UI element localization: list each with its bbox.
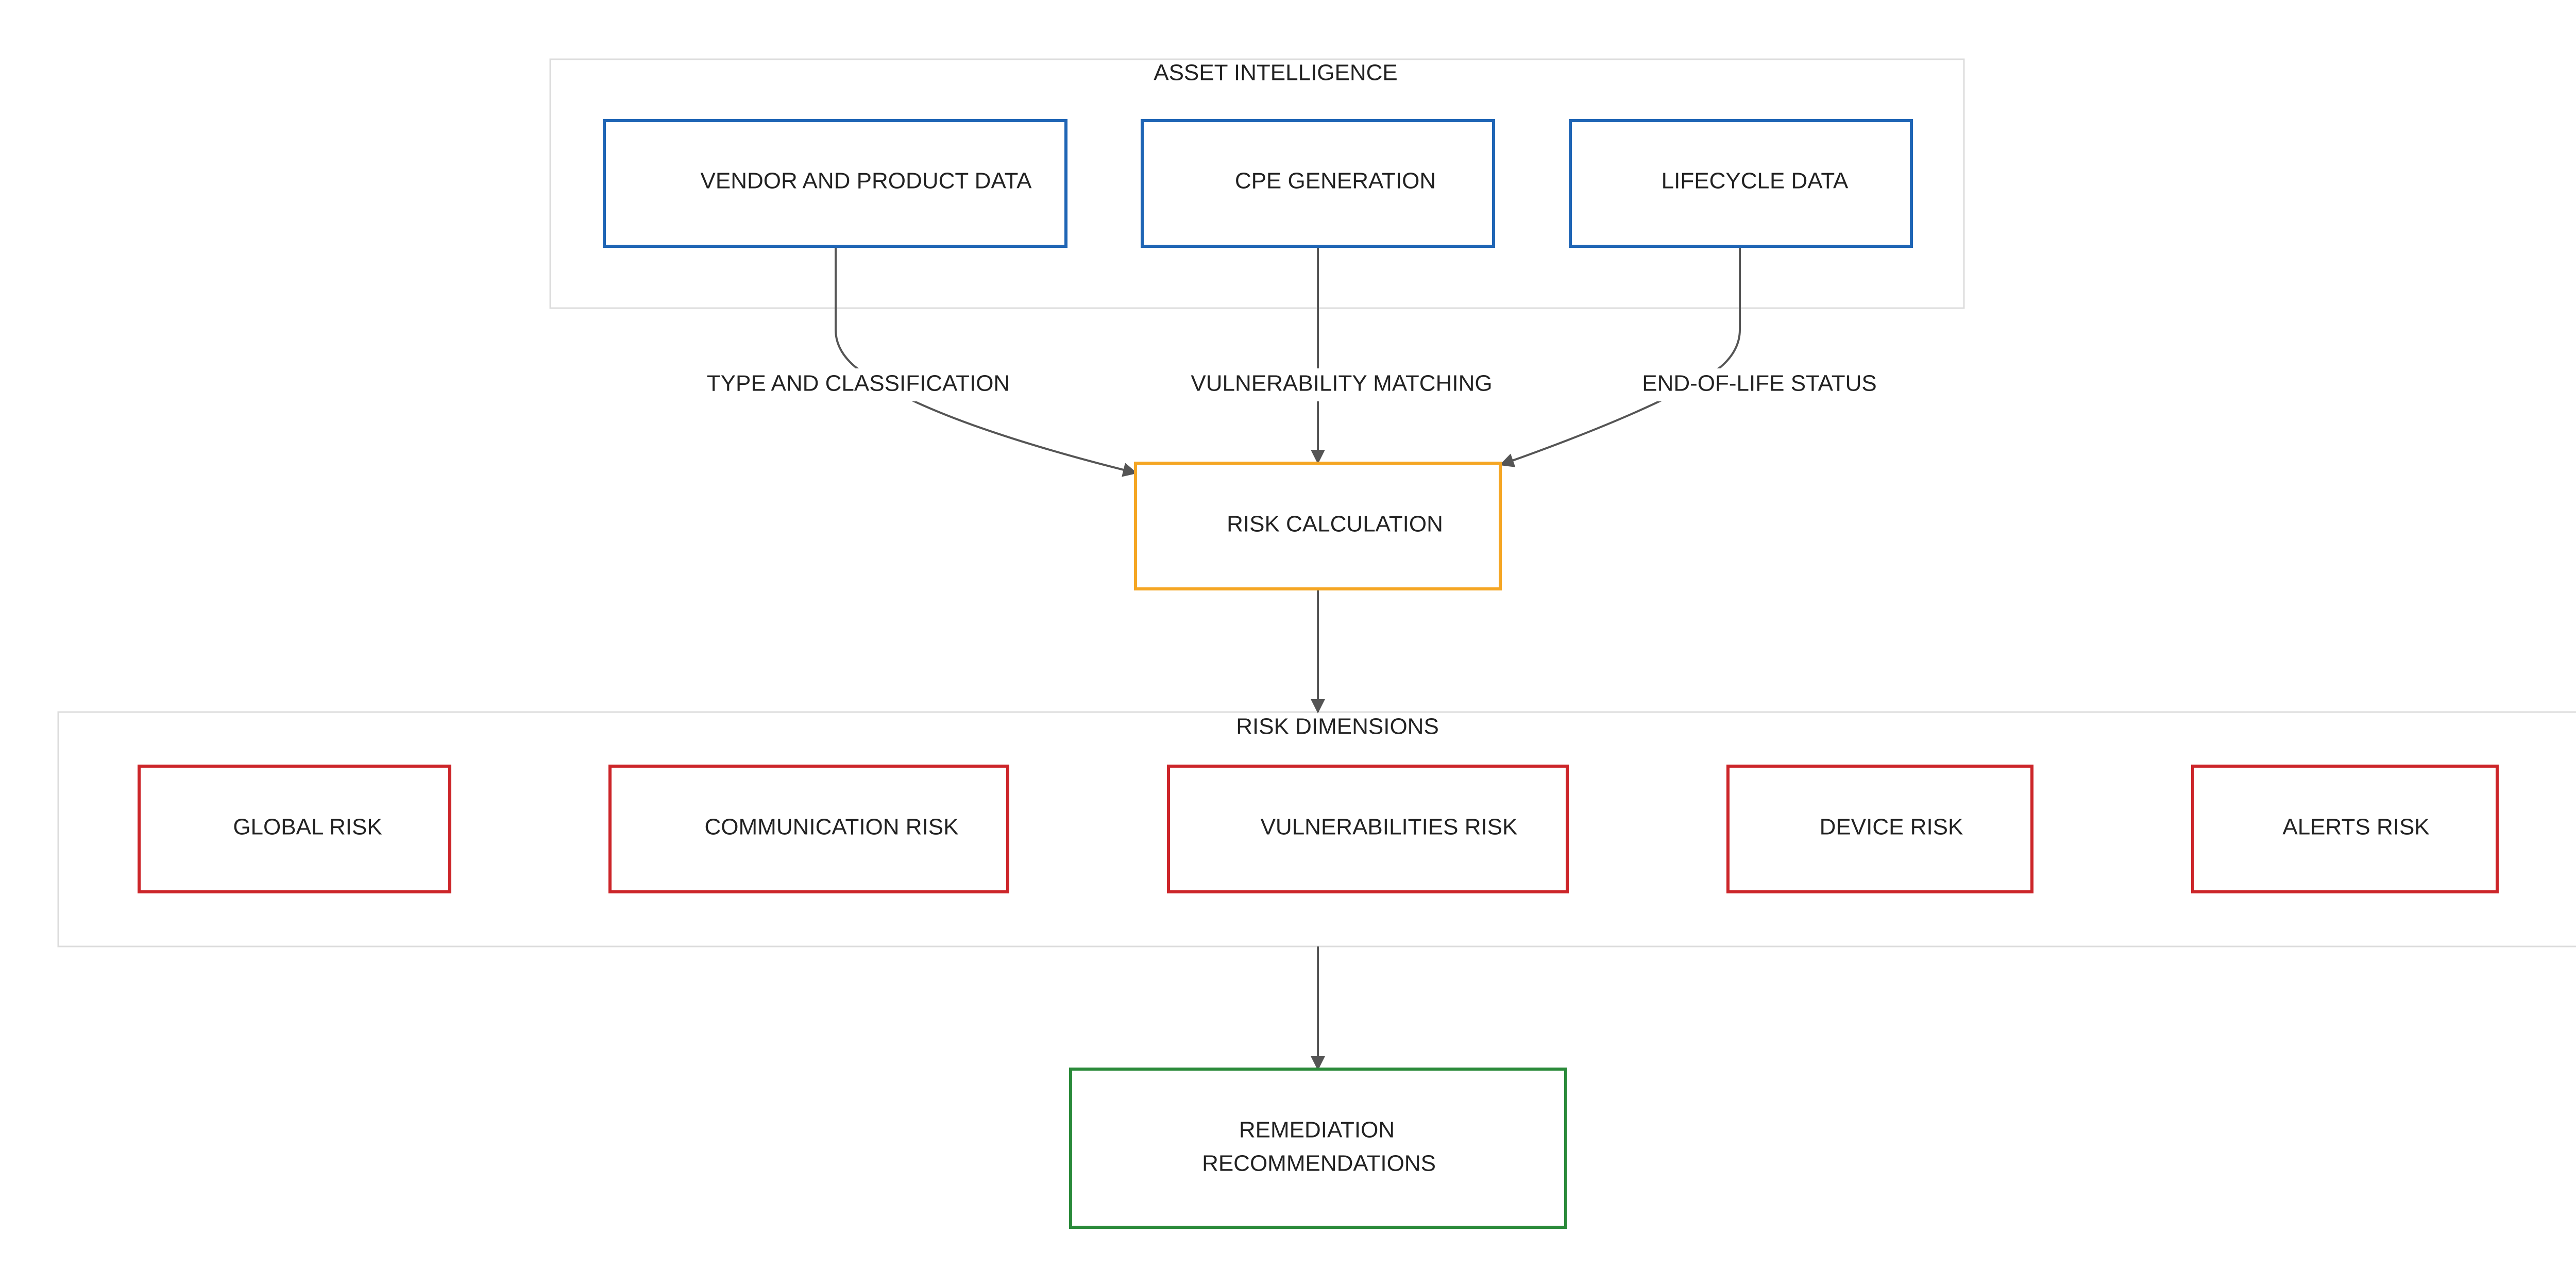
node-global-risk[interactable]: GLOBAL RISK bbox=[138, 765, 451, 893]
node-vulnerabilities-risk[interactable]: VULNERABILITIES RISK bbox=[1167, 765, 1569, 893]
node-vendor-product[interactable]: VENDOR AND PRODUCT DATA bbox=[603, 119, 1067, 248]
node-communication-risk-label: COMMUNICATION RISK bbox=[705, 815, 959, 840]
node-risk-calculation[interactable]: RISK CALCULATION bbox=[1134, 462, 1502, 590]
edge-label-bg-type bbox=[701, 368, 1010, 401]
node-lifecycle-box bbox=[1569, 119, 1913, 248]
edge-labels: TYPE AND CLASSIFICATION VULNERABILITY MA… bbox=[701, 368, 1880, 401]
node-alerts-risk[interactable]: ALERTS RISK bbox=[2191, 765, 2499, 893]
edge-label-bg-vuln bbox=[1185, 368, 1494, 401]
node-risk-calculation-box bbox=[1134, 462, 1502, 590]
risk-dimensions-title: RISK DIMENSIONS bbox=[1236, 714, 1439, 739]
node-vendor-product-label: VENDOR AND PRODUCT DATA bbox=[701, 168, 1032, 194]
node-alerts-risk-box bbox=[2191, 765, 2499, 893]
node-communication-risk[interactable]: COMMUNICATION RISK bbox=[608, 765, 1009, 893]
asset-intelligence-title: ASSET INTELLIGENCE bbox=[1154, 60, 1398, 86]
node-risk-calculation-label: RISK CALCULATION bbox=[1227, 512, 1443, 537]
edge-label-end-of-life: END-OF-LIFE STATUS bbox=[1642, 371, 1877, 396]
node-remediation-label-line2: RECOMMENDATIONS bbox=[1202, 1151, 1436, 1176]
edge-label-type-classification: TYPE AND CLASSIFICATION bbox=[707, 371, 1010, 396]
node-cpe-generation[interactable]: CPE GENERATION bbox=[1141, 119, 1495, 248]
node-remediation-label-line1: REMEDIATION bbox=[1239, 1118, 1395, 1143]
node-device-risk-label: DEVICE RISK bbox=[1820, 815, 1963, 840]
node-global-risk-label: GLOBAL RISK bbox=[233, 815, 382, 840]
node-communication-risk-box bbox=[608, 765, 1009, 893]
node-remediation-box bbox=[1069, 1068, 1567, 1229]
node-device-risk-box bbox=[1726, 765, 2033, 893]
node-vulnerabilities-risk-label: VULNERABILITIES RISK bbox=[1261, 815, 1518, 840]
node-vulnerabilities-risk-box bbox=[1167, 765, 1569, 893]
node-cpe-generation-box bbox=[1141, 119, 1495, 248]
node-lifecycle[interactable]: LIFECYCLE DATA bbox=[1569, 119, 1913, 248]
node-lifecycle-label: LIFECYCLE DATA bbox=[1662, 168, 1849, 194]
node-device-risk[interactable]: DEVICE RISK bbox=[1726, 765, 2033, 893]
node-global-risk-box bbox=[138, 765, 451, 893]
edge-label-bg-eol bbox=[1638, 368, 1880, 401]
node-vendor-product-box bbox=[603, 119, 1067, 248]
node-alerts-risk-label: ALERTS RISK bbox=[2282, 815, 2429, 840]
edge-label-vulnerability-matching: VULNERABILITY MATCHING bbox=[1191, 371, 1492, 396]
node-cpe-generation-label: CPE GENERATION bbox=[1235, 168, 1436, 194]
node-remediation[interactable]: REMEDIATION RECOMMENDATIONS bbox=[1069, 1068, 1567, 1229]
